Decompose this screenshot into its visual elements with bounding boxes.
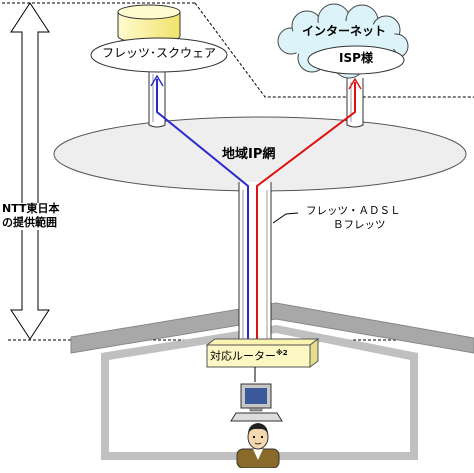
router-label-text: 対応ルーター [210,349,276,363]
isp-label: ISP様 [339,51,373,65]
label-pointer-line [272,212,299,224]
flets-square-ellipse [90,37,228,73]
internet-label: インターネット [301,24,386,38]
ntt-east-scope-label-1: NTT東日本 [2,202,60,216]
ntt-east-scope-label-2: の提供範囲 [2,216,57,230]
person-icon [236,423,280,469]
database-icon [117,4,181,44]
router-note: ※2 [276,349,288,357]
router-box [205,338,320,368]
double-arrow-icon [10,2,50,340]
isp-ellipse [307,45,405,75]
flets-square-label: フレッツ･スクウェア [101,46,216,60]
red-connection-line [256,82,356,343]
router-label: 対応ルーター※2 [210,349,288,363]
regional-ip-network-label: 地域IP網 [222,147,276,162]
flets-adsl-label: フレッツ・ＡＤＳＬ [306,205,401,217]
computer-icon [230,383,283,422]
blue-connection-line [156,79,249,343]
house [70,302,474,460]
b-flets-label: Ｂフレッツ [333,219,386,231]
